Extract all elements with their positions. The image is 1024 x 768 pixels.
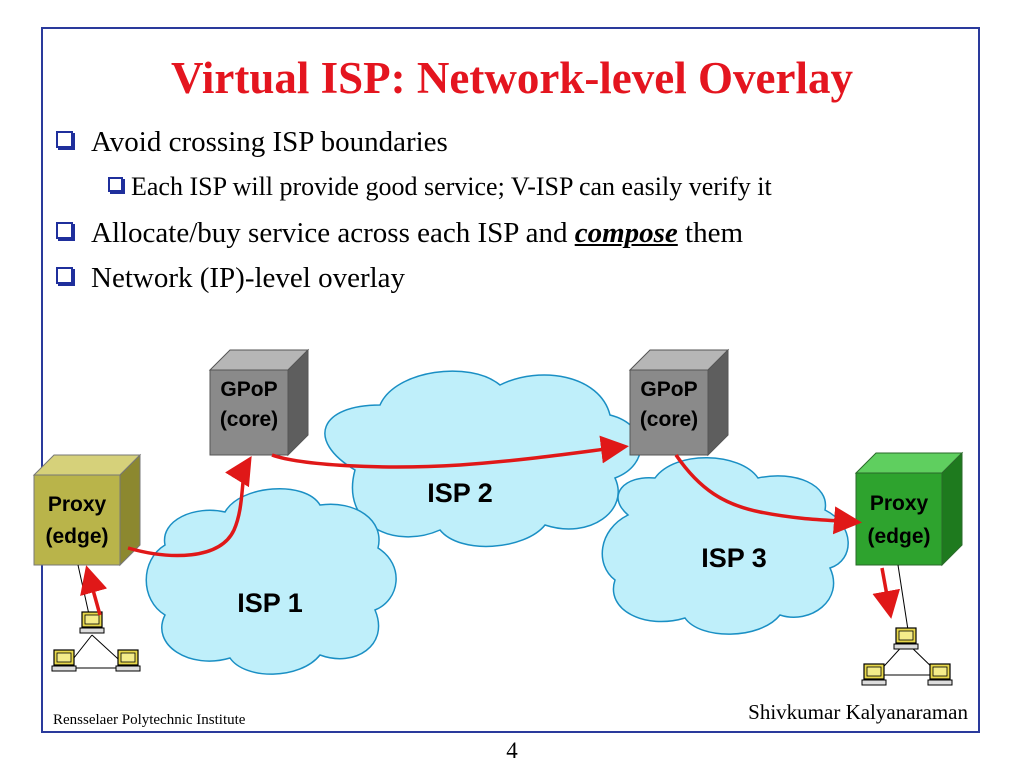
gpop-left-line2: (core) <box>220 408 278 431</box>
footer-author: Shivkumar Kalyanaraman <box>748 700 968 724</box>
bullet-box-icon <box>56 222 73 239</box>
proxy-left-line2: (edge) <box>46 525 109 548</box>
proxy-left-node: Proxy (edge) <box>32 453 142 567</box>
sub-bullet-1: Each ISP will provide good service; V-IS… <box>108 172 772 202</box>
computer-icon <box>51 649 77 672</box>
proxy-right-line1: Proxy <box>870 492 929 515</box>
sub-bullet-1-text: Each ISP will provide good service; V-IS… <box>131 172 772 201</box>
bullet-2-suffix: them <box>677 217 744 249</box>
gpop-right-line1: GPoP <box>640 378 697 401</box>
computer-icon <box>893 627 919 650</box>
page-number: 4 <box>506 738 518 763</box>
computer-icon <box>927 663 953 686</box>
overlay-path <box>80 435 901 619</box>
arrow-proxy-left-to-gpop-left <box>127 456 252 558</box>
gpop-left-node: GPoP (core) <box>208 348 310 457</box>
client-network-right <box>861 564 953 686</box>
slide-frame <box>41 27 980 733</box>
isp3-cloud <box>601 457 849 635</box>
bullet-box-icon <box>56 267 73 284</box>
arrow-client-to-proxy-left <box>80 565 108 616</box>
bullet-2-emphasis: compose <box>574 217 678 249</box>
arrow-gpop-right-to-proxy-right <box>674 454 862 535</box>
bullet-3: Network (IP)-level overlay <box>56 262 405 295</box>
bullet-box-icon <box>108 177 123 192</box>
bullet-1-text: Avoid crossing ISP boundaries <box>91 126 448 158</box>
proxy-right-line2: (edge) <box>868 525 931 548</box>
bullet-2-prefix: Allocate/buy service across each ISP and <box>91 217 575 249</box>
slide-title: Virtual ISP: Network-level Overlay <box>171 53 853 103</box>
isp2-label: ISP 2 <box>427 478 493 508</box>
arrow-proxy-right-to-client <box>872 567 901 619</box>
bullet-box-icon <box>56 131 73 148</box>
gpop-right-node: GPoP (core) <box>628 348 730 457</box>
bullet-2: Allocate/buy service across each ISP and… <box>56 217 743 250</box>
computer-icon <box>115 649 141 672</box>
bullet-1: Avoid crossing ISP boundaries <box>56 126 448 159</box>
isp3-label: ISP 3 <box>701 543 767 573</box>
footer-institution: Rensselaer Polytechnic Institute <box>53 712 246 728</box>
isp1-label: ISP 1 <box>237 588 303 618</box>
bullet-3-text: Network (IP)-level overlay <box>91 262 406 294</box>
isp1-cloud <box>145 488 397 675</box>
proxy-left-line1: Proxy <box>48 493 107 516</box>
client-network-left <box>51 564 141 672</box>
computer-icon <box>79 611 105 634</box>
gpop-right-line2: (core) <box>640 408 698 431</box>
proxy-right-node: Proxy (edge) <box>854 451 964 567</box>
computer-icon <box>861 663 887 686</box>
gpop-left-line1: GPoP <box>220 378 277 401</box>
arrow-gpop-left-to-gpop-right <box>271 435 629 469</box>
